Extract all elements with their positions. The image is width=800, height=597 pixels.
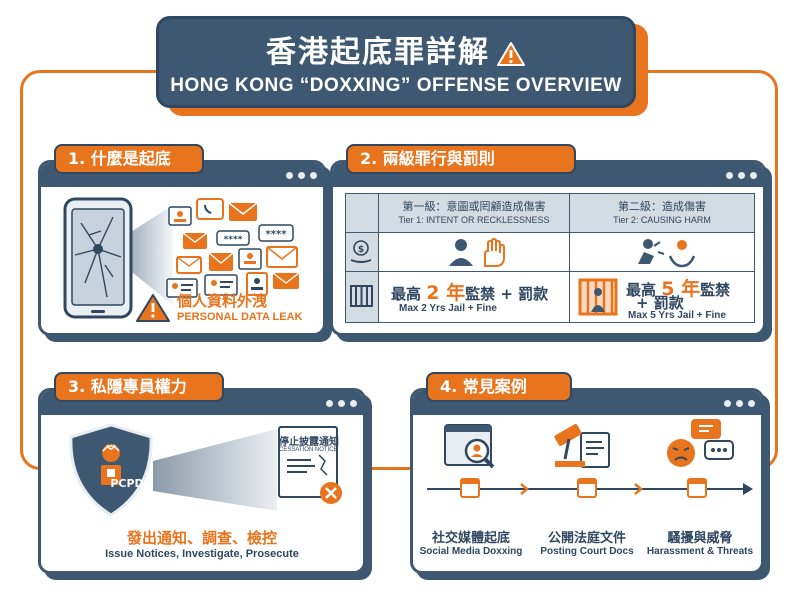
tier1-title-zh: 第一級：意圖或罔顧造成傷害: [402, 200, 546, 213]
pcpd-powers-zh: 發出通知、調查、檢控: [126, 529, 277, 547]
social-media-search-icon: [444, 424, 495, 469]
window-dot: [298, 172, 305, 179]
window-dot: [736, 400, 743, 407]
page-title: 香港起底罪詳解: [266, 35, 490, 70]
window-dot: [326, 400, 333, 407]
gavel-document-icon: [554, 424, 610, 468]
leak-label-zh: 個人資料外洩: [177, 292, 268, 310]
tier1-penalty-years: 2 年: [426, 282, 466, 304]
email-icon: [272, 272, 300, 289]
tier2-penalty-en: Max 5 Yrs Jail + Fine: [628, 310, 726, 321]
email-icon: [208, 252, 234, 271]
calendar-icon: [460, 478, 480, 498]
table-corner: [345, 193, 379, 233]
tier1-penalty-zh: 最高 2 年監禁 + 罰款: [391, 278, 548, 305]
password-icon: ****: [216, 230, 250, 246]
window-dot: [748, 400, 755, 407]
harm-row-icon-cell: $: [345, 232, 379, 272]
email-icon: [182, 232, 208, 249]
calendar-icon: [687, 478, 707, 498]
panel-pcpd-powers: PCPD 停止披露通知 CESSATION NOTICE 發出通知、調查、檢控 …: [38, 388, 366, 574]
tier2-title-zh: 第二級：造成傷害: [618, 200, 706, 213]
notice-title-en: CESSATION NOTICE: [279, 447, 338, 453]
angry-face-chat-icon: [667, 419, 734, 467]
jail-cell-icon: [578, 278, 618, 316]
contact-card-icon: [168, 206, 192, 226]
data-leak-illustration: **** ****: [63, 197, 300, 322]
window-dot: [310, 172, 317, 179]
svg-text:$: $: [358, 245, 364, 255]
case-2-zh: 公開法庭文件: [547, 531, 626, 546]
tier1-harm-cell: [378, 232, 570, 272]
window-dot: [350, 400, 357, 407]
tab-pcpd-powers: 3. 私隱專員權力: [54, 372, 224, 402]
page-subtitle: HONG KONG “DOXXING” OFFENSE OVERVIEW: [170, 75, 622, 96]
case-2-en: Posting Court Docs: [540, 546, 634, 557]
panel-what-is-doxxing: **** **** 個人資料外洩 PERSONAL DATA LEAK: [38, 160, 326, 336]
tier2-penalty-years: 5 年: [661, 278, 701, 300]
window-dot: [738, 172, 745, 179]
calendar-icon: [577, 478, 597, 498]
email-icon: [266, 246, 298, 268]
tier2-penalty-fine: + 罰款: [636, 294, 684, 312]
leak-label-en: PERSONAL DATA LEAK: [177, 311, 303, 323]
title-banner: 香港起底罪詳解 HONG KONG “DOXXING” OFFENSE OVER…: [156, 16, 636, 108]
victim-and-protect-hands-icon: [638, 239, 696, 268]
pcpd-badge-label: PCPD: [110, 477, 144, 490]
money-hand-icon: $: [350, 240, 372, 263]
email-icon: [228, 202, 258, 221]
phone-chat-icon: [196, 198, 224, 220]
window-dot: [724, 400, 731, 407]
window-dot: [726, 172, 733, 179]
shattered-phone-icon: [63, 197, 133, 319]
case-3-en: Harassment & Threats: [646, 546, 754, 557]
contact-card-icon: [204, 274, 238, 296]
tab-what-is-doxxing: 1. 什麼是起底: [54, 144, 204, 174]
window-dot: [750, 172, 757, 179]
tier2-title-en: Tier 2: CAUSING HARM: [613, 215, 711, 225]
shield-icon: [69, 423, 153, 517]
tier1-penalty-en: Max 2 Yrs Jail + Fine: [399, 303, 497, 314]
password-icon: ****: [258, 224, 294, 242]
cases-timeline: [427, 419, 753, 498]
person-and-stop-hand-icon: [449, 237, 505, 267]
cessation-notice-icon: [278, 426, 342, 504]
password-mask-text: ****: [266, 229, 288, 240]
tier2-penalty-zh: 最高 5 年監禁: [626, 274, 730, 301]
case-1-zh: 社交媒體起底: [431, 531, 510, 546]
window-dot: [338, 400, 345, 407]
password-mask-text: ****: [224, 235, 243, 245]
contact-card-icon: [246, 272, 268, 296]
case-3-zh: 騷擾與威脅: [667, 531, 733, 546]
notice-title-zh: 停止披露通知: [279, 437, 339, 448]
warning-icon: [497, 42, 525, 66]
tier1-penalty-cell: 最高 2 年監禁 + 罰款 Max 2 Yrs Jail + Fine: [378, 271, 570, 323]
contact-card-icon: [166, 278, 198, 298]
tier1-penalty-suffix: 監禁 + 罰款: [465, 285, 549, 303]
penalty-row-icon-cell: [345, 271, 379, 323]
tier2-penalty-prefix: 最高: [626, 281, 657, 299]
tab-two-tier-offense: 2. 兩級罪行與罰則: [346, 144, 576, 174]
pcpd-shield-illustration: [69, 423, 342, 517]
tier1-header: [378, 193, 570, 233]
panel-common-cases: 社交媒體起底 Social Media Doxxing 公開法庭文件 Posti…: [410, 388, 764, 574]
window-dot: [286, 172, 293, 179]
tier1-penalty-prefix: 最高: [391, 285, 422, 303]
tier2-penalty-suffix: 監禁: [700, 281, 731, 299]
window-chrome: [413, 391, 761, 415]
jail-bars-icon: [350, 285, 373, 307]
tier2-penalty-cell: 最高 5 年監禁 + 罰款 Max 5 Yrs Jail + Fine: [569, 271, 755, 323]
case-1-en: Social Media Doxxing: [419, 546, 523, 557]
warning-icon: [136, 294, 170, 322]
title-zh-row: 香港起底罪詳解: [159, 27, 633, 71]
email-icon: [176, 256, 202, 274]
panel-two-tier-offense: 第一級：意圖或罔顧造成傷害 Tier 1: INTENT OR RECKLESS…: [330, 160, 766, 336]
tier1-title-en: Tier 1: INTENT OR RECKLESSNESS: [398, 215, 550, 225]
tier2-harm-cell: [569, 232, 755, 272]
pcpd-powers-en: Issue Notices, Investigate, Prosecute: [105, 548, 299, 560]
tier2-header: [569, 193, 755, 233]
contact-card-icon: [238, 248, 262, 270]
tab-common-cases: 4. 常見案例: [426, 372, 572, 402]
